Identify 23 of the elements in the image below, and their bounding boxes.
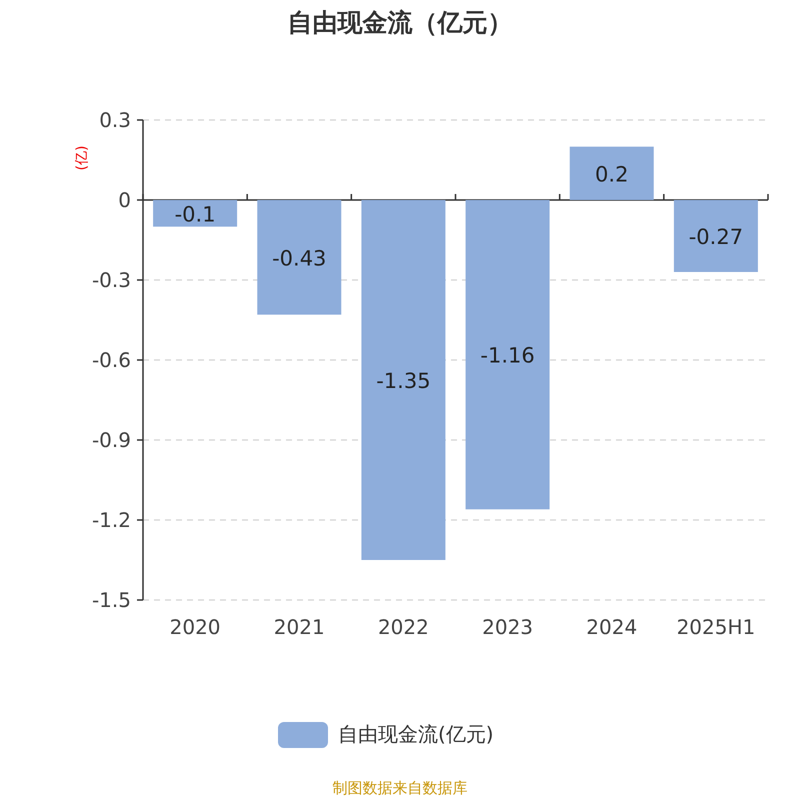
value-label: -0.1 <box>174 202 216 226</box>
axis-tick-label: 2024 <box>586 615 638 639</box>
axis-tick-label: -1.2 <box>92 508 131 532</box>
value-label: -1.35 <box>376 369 431 393</box>
axis-tick-label: 2023 <box>482 615 534 639</box>
axis-tick-label: 2022 <box>378 615 429 639</box>
axis-tick-label: 0.3 <box>99 108 131 132</box>
axis-tick-label: 2021 <box>274 615 325 639</box>
source-note: 制图数据来自数据库 <box>332 779 468 798</box>
legend-label: 自由现金流(亿元) <box>338 721 494 748</box>
axis-tick-label: 2025H1 <box>676 615 756 639</box>
chart-title: 自由现金流（亿元） <box>286 7 514 39</box>
value-label: -1.16 <box>480 344 535 368</box>
axis-tick-label: 0 <box>118 188 131 212</box>
value-label: -0.43 <box>272 246 326 270</box>
axis-tick-label: 2020 <box>170 615 221 639</box>
axis-title: (亿) <box>74 146 90 170</box>
axis-tick-label: -0.9 <box>92 428 131 452</box>
axis-tick-label: -0.3 <box>92 268 131 292</box>
axis-tick-label: -0.6 <box>92 348 131 372</box>
value-label: 0.2 <box>595 162 628 186</box>
axis-tick-label: -1.5 <box>92 588 131 612</box>
value-label: -0.27 <box>688 225 744 249</box>
